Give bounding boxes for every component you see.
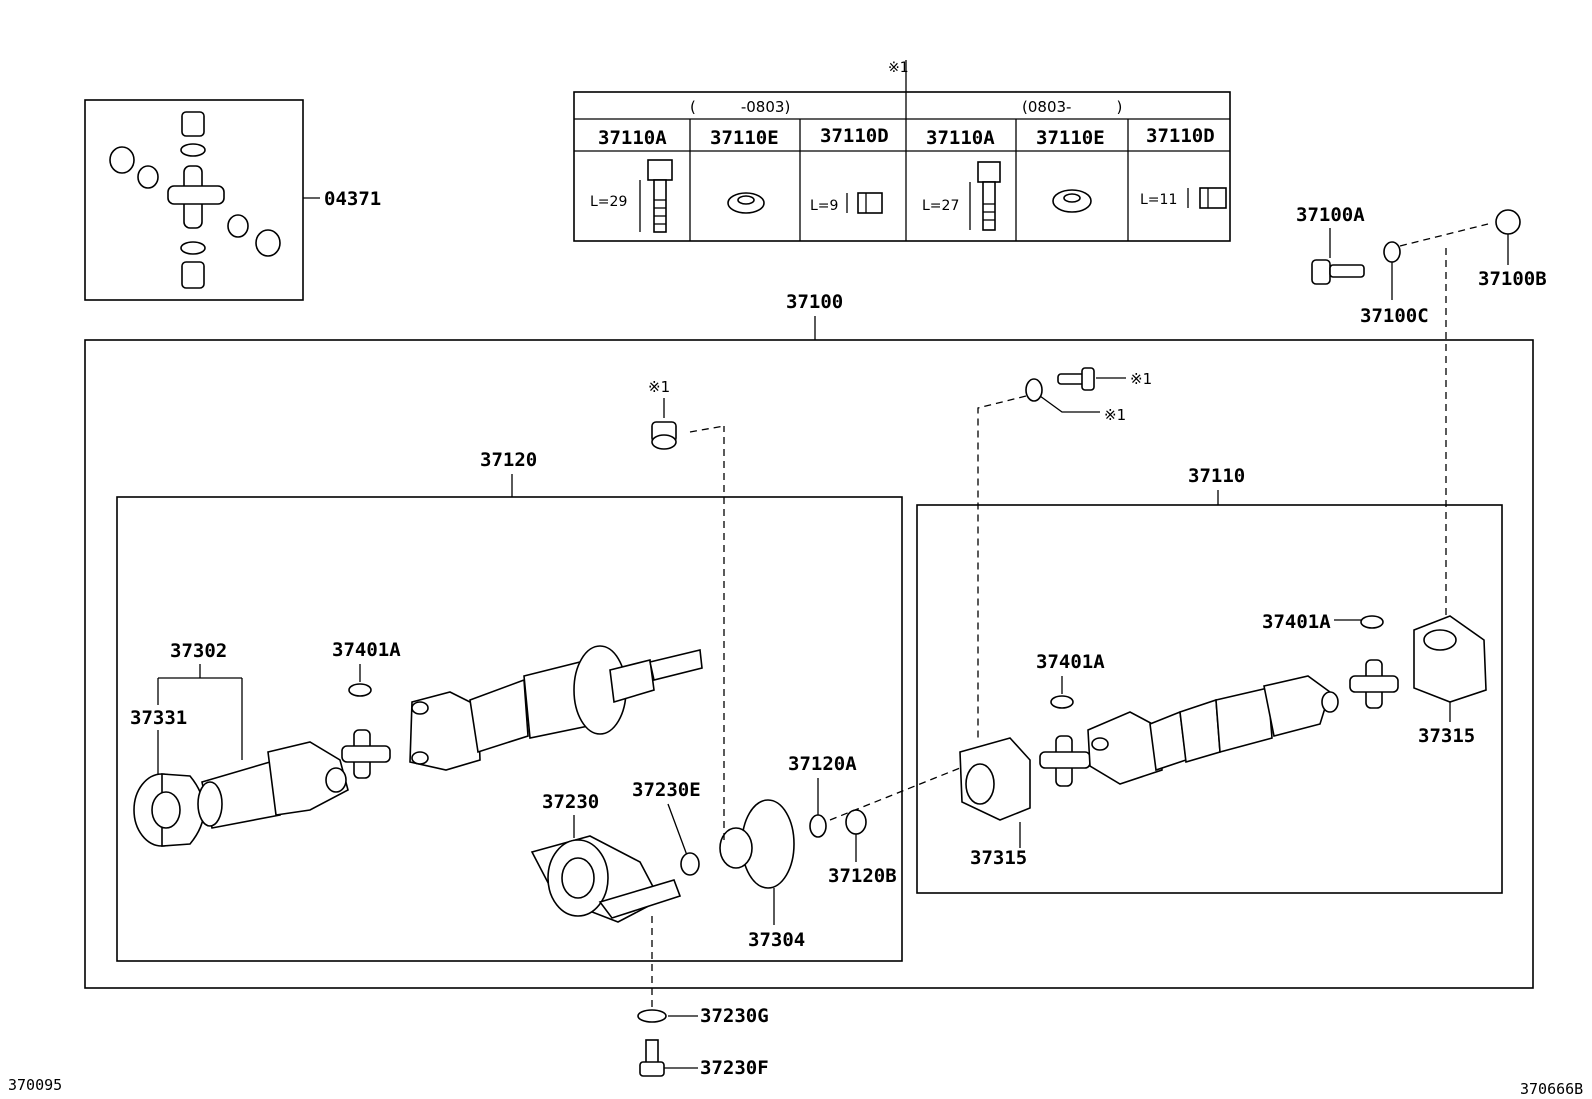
universal-joint-kit: 04371 xyxy=(84,99,381,301)
spec-table: ※1 ( -0803) (0803- ) 37110A 37110E 37110… xyxy=(573,60,1231,242)
washer-icon xyxy=(1052,189,1092,213)
diagram-code-right: 370666B xyxy=(1520,1080,1583,1098)
bolt-icon xyxy=(639,159,673,233)
label-37230g: 37230G xyxy=(700,1005,769,1027)
table-group-left: ( -0803) xyxy=(690,98,790,116)
assembly-37120: 37120 37302 37331 37401A 372 xyxy=(116,425,981,1008)
label-37315-2: 37315 xyxy=(1418,725,1475,747)
ref-marker-1: ※1 xyxy=(648,378,670,396)
ref-marker-3: ※1 xyxy=(1104,406,1126,424)
label-37230e: 37230E xyxy=(632,779,701,801)
label-04371: 04371 xyxy=(324,188,381,210)
label-37302: 37302 xyxy=(170,640,227,662)
assembly-37100: 37100 xyxy=(84,291,1534,989)
label-37120: 37120 xyxy=(480,449,537,471)
label-37120a: 37120A xyxy=(788,753,857,775)
label-37401a-3: 37401A xyxy=(1262,611,1331,633)
table-col-5: 37110E xyxy=(1036,127,1105,149)
label-37304: 37304 xyxy=(748,929,805,951)
table-col-2: 37110E xyxy=(710,127,779,149)
bearing-bolt-hardware: 37230G 37230F xyxy=(637,1005,769,1079)
label-37100c: 37100C xyxy=(1360,305,1429,327)
label-37230: 37230 xyxy=(542,791,599,813)
table-marker: ※1 xyxy=(888,60,909,76)
table-group-right: (0803- ) xyxy=(1022,98,1122,116)
label-37110: 37110 xyxy=(1188,465,1245,487)
flange-hardware: 37100A 37100C 37100B xyxy=(1296,204,1547,650)
diagram-code-left: 370095 xyxy=(8,1076,62,1094)
dim-l27: L=27 xyxy=(922,198,959,214)
table-col-4: 37110A xyxy=(926,127,995,149)
table-col-1: 37110A xyxy=(598,127,667,149)
dim-l29: L=29 xyxy=(590,194,627,210)
nut-icon xyxy=(846,192,883,214)
ref-marker-2: ※1 xyxy=(1130,370,1152,388)
assembly-37110: 37110 37315 37401A 37401A 37315 xyxy=(916,465,1503,894)
label-37100: 37100 xyxy=(786,291,843,313)
lock-washer-icon xyxy=(727,192,765,214)
label-37401a-2: 37401A xyxy=(1036,651,1105,673)
center-nut: ※1 xyxy=(648,378,677,450)
dim-l11: L=11 xyxy=(1140,192,1177,208)
nut-icon xyxy=(1187,187,1227,209)
label-37120b: 37120B xyxy=(828,865,897,887)
label-37100a: 37100A xyxy=(1296,204,1365,226)
label-37331: 37331 xyxy=(130,707,187,729)
flange-bolt-refs: ※1 ※1 xyxy=(977,367,1152,740)
bolt-icon xyxy=(969,161,1001,231)
table-col-3: 37110D xyxy=(820,125,889,147)
label-37315-1: 37315 xyxy=(970,847,1027,869)
label-37230f: 37230F xyxy=(700,1057,769,1079)
table-col-6: 37110D xyxy=(1146,125,1215,147)
dim-l9: L=9 xyxy=(810,198,838,214)
label-37100b: 37100B xyxy=(1478,268,1547,290)
label-37401a-1: 37401A xyxy=(332,639,401,661)
